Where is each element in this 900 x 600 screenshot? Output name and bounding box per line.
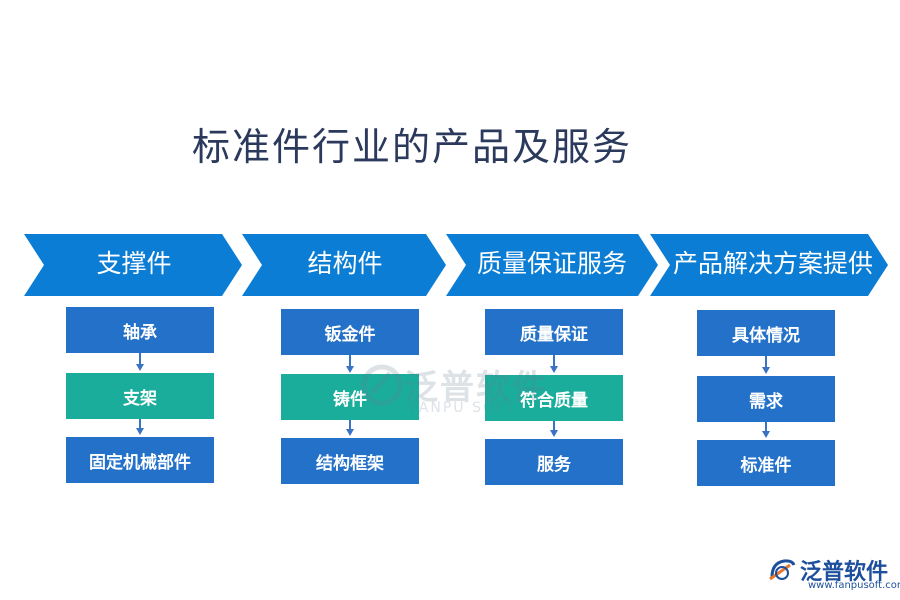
arrow-down-icon (762, 367, 770, 374)
watermark: 泛普软件 FANPU SOFT (360, 360, 548, 416)
connector (139, 419, 141, 429)
fanpu-watermark-icon (361, 364, 403, 405)
box-col1-item2: 支架 (66, 373, 214, 419)
chevron-4 (650, 234, 888, 296)
arrow-down-icon (346, 366, 354, 373)
chevron-label-3: 质量保证服务 (476, 249, 627, 278)
arrow-down-icon (762, 431, 770, 438)
connector (553, 421, 555, 431)
chevron-1 (24, 234, 242, 296)
arrow-down-icon (346, 429, 354, 436)
watermark-subtext: FANPU SOFT (410, 400, 517, 416)
connector (765, 422, 767, 432)
connector (139, 353, 141, 365)
box-col4-item2: 需求 (697, 376, 835, 422)
arrow-down-icon (550, 430, 558, 437)
chevron-label-4: 产品解决方案提供 (672, 249, 873, 278)
watermark-text: 泛普软件 (404, 368, 548, 408)
box-col2-item1: 钣金件 (281, 309, 419, 355)
box-col1-item1: 轴承 (66, 307, 214, 353)
box-col1-item3: 固定机械部件 (66, 437, 214, 483)
connector (349, 355, 351, 367)
page-title: 标准件行业的产品及服务 (192, 125, 633, 169)
box-col2-item3: 结构框架 (281, 438, 419, 484)
brand-logo: 泛普软件 (768, 554, 888, 586)
arrow-down-icon (136, 364, 144, 371)
chevron-3 (446, 234, 658, 296)
connector (765, 356, 767, 368)
fanpu-logo-icon (769, 559, 796, 581)
box-col3-item3: 服务 (485, 439, 623, 485)
chevron-2 (242, 234, 446, 296)
box-col3-item1: 质量保证 (485, 309, 623, 355)
brand-logo-text: 泛普软件 (800, 560, 889, 585)
box-col4-item3: 标准件 (697, 440, 835, 486)
brand-url: www.fanpusoft.com (808, 580, 900, 591)
connector (553, 355, 555, 367)
box-col2-item2: 铸件 (281, 374, 419, 420)
arrow-down-icon (550, 366, 558, 373)
box-col3-item2: 符合质量 (485, 375, 623, 421)
chevron-label-2: 结构件 (307, 249, 383, 278)
chevron-label-1: 支撑件 (96, 249, 172, 278)
arrow-down-icon (136, 428, 144, 435)
box-col4-item1: 具体情况 (697, 310, 835, 356)
connector (349, 420, 351, 430)
